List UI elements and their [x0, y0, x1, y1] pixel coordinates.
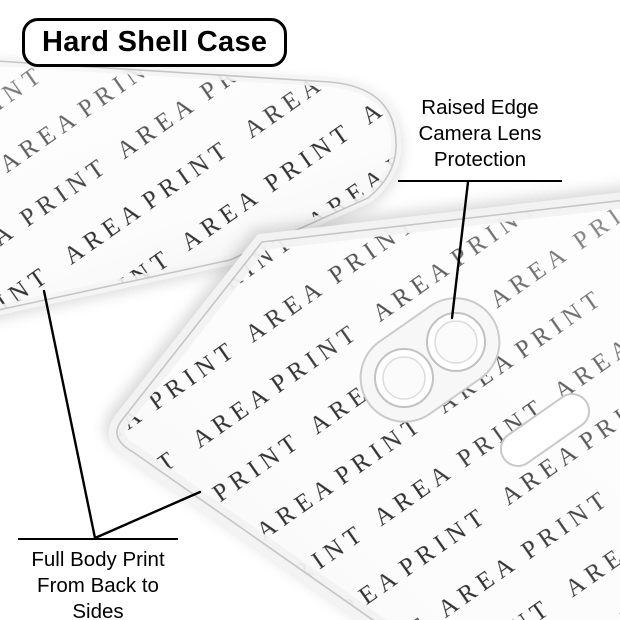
full-body-print-label: Full Body Print From Back to Sides — [18, 538, 178, 620]
title-badge: Hard Shell Case — [22, 18, 288, 67]
case-inner-view — [117, 196, 620, 620]
camera-lens-inner-2 — [382, 356, 426, 400]
flash-pill-cutout — [499, 393, 591, 467]
annotation-lines — [42, 180, 470, 540]
full-body-leader-line-right — [93, 490, 202, 540]
camera-protection-label-line: Camera Lens — [418, 122, 542, 145]
full-body-print-label-line: Full Body Print — [31, 548, 165, 571]
camera-protection-label-line: Raised Edge — [421, 96, 539, 119]
camera-module-cutout — [359, 297, 591, 467]
full-body-leader-line-left — [42, 289, 97, 540]
camera-protection-label-line: Protection — [433, 148, 527, 171]
camera-lens-inner-1 — [434, 320, 478, 364]
camera-protection-label: Raised Edge Camera Lens Protection — [398, 95, 562, 182]
title-badge-text: Hard Shell Case — [42, 26, 268, 58]
full-body-print-label-line: Sides — [72, 600, 124, 620]
camera-leader-line — [450, 180, 470, 320]
full-body-print-label-line: From Back to — [37, 574, 159, 597]
